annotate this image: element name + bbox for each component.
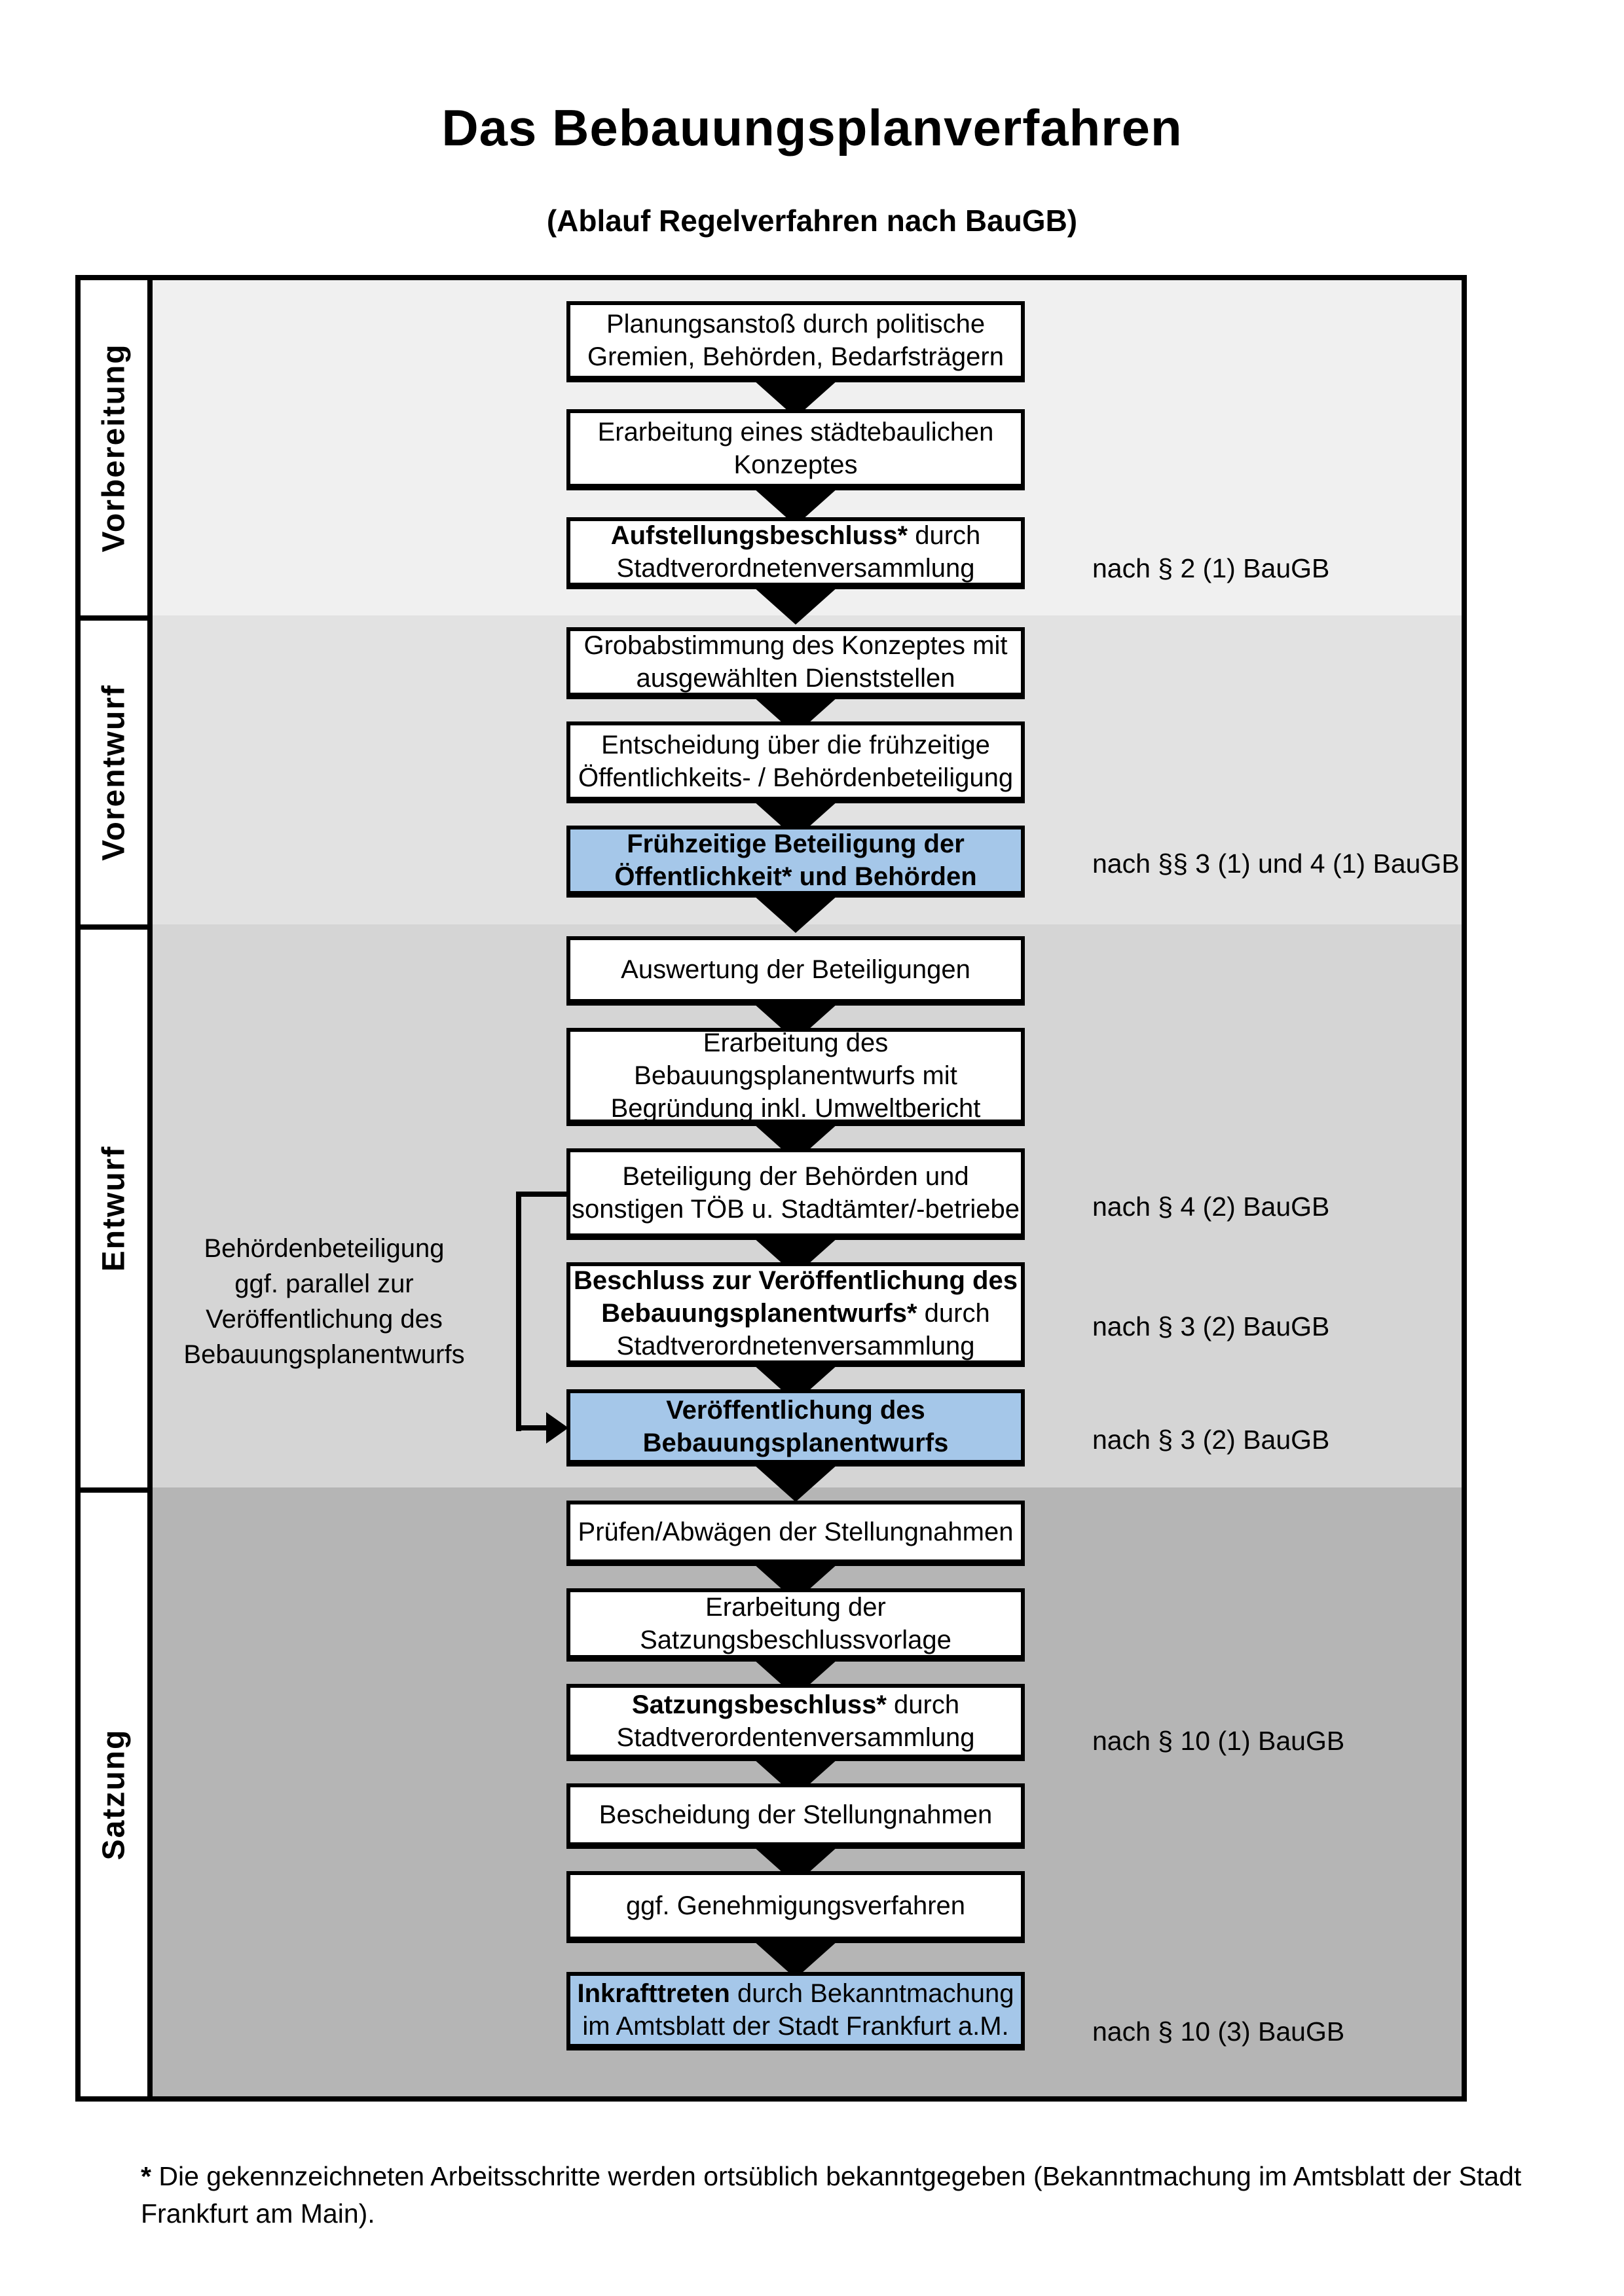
step-box-satzungsvorlage: Erarbeitung der Satzungsbeschlussvorlage	[566, 1588, 1025, 1662]
step-box-fruehzeitige-beteiligung: Frühzeitige Beteiligung der Öffentlichke…	[566, 826, 1025, 898]
step-box-veroeffentlichungsbeschluss: Beschluss zur Veröffentlichung des Bebau…	[566, 1262, 1025, 1367]
step-box-pruefen-abwaegen: Prüfen/Abwägen der Stellungnahmen	[566, 1501, 1025, 1566]
law-ref: nach § 10 (3) BauGB	[1092, 2016, 1345, 2047]
step-box-genehmigungsverfahren: ggf. Genehmigungsverfahren	[566, 1871, 1025, 1943]
step-box-auswertung: Auswertung der Beteiligungen	[566, 936, 1025, 1006]
flow-arrow-down-icon	[753, 895, 838, 933]
step-box-planungsanstoss: Planungsanstoß durch politische Gremien,…	[566, 301, 1025, 382]
step-box-inkrafttreten: Inkrafttreten durch Bekanntmachung im Am…	[566, 1972, 1025, 2050]
footnote-line: Frankfurt am Main).	[141, 2198, 375, 2229]
phase-label-cell-vorentwurf: Vorentwurf	[81, 615, 153, 924]
phase-label-cell-entwurf: Entwurf	[81, 924, 153, 1487]
step-box-grobabstimmung: Grobabstimmung des Konzeptes mit ausgewä…	[566, 627, 1025, 699]
note-line: Veröffentlichung des	[206, 1305, 443, 1334]
step-box-konzept-erarbeitung: Erarbeitung eines städtebaulichen Konzep…	[566, 409, 1025, 490]
step-box-veroeffentlichung: Veröffentlichung des Bebauungsplanentwur…	[566, 1389, 1025, 1467]
page-subtitle: (Ablauf Regelverfahren nach BauGB)	[546, 204, 1078, 238]
step-box-aufstellungsbeschluss: Aufstellungsbeschluss* durch Stadtverord…	[566, 517, 1025, 589]
law-ref: nach § 3 (2) BauGB	[1092, 1425, 1330, 1455]
parallel-connector-top-segment	[516, 1192, 566, 1197]
step-box-satzungsbeschluss: Satzungsbeschluss* durch Stadtverordente…	[566, 1684, 1025, 1761]
step-box-bescheidung: Bescheidung der Stellungnahmen	[566, 1783, 1025, 1849]
phase-label-cell-vorbereitung: Vorbereitung	[81, 280, 153, 615]
law-ref: nach § 4 (2) BauGB	[1092, 1192, 1330, 1222]
footnote-line: * Die gekennzeichneten Arbeitsschritte w…	[141, 2161, 1522, 2191]
phase-label-cell-satzung: Satzung	[81, 1487, 153, 2096]
step-box-entwurf-erarbeitung: Erarbeitung des Bebauungsplanentwurfs mi…	[566, 1028, 1025, 1126]
law-ref: nach §§ 3 (1) und 4 (1) BauGB	[1092, 848, 1460, 879]
footnote: * Die gekennzeichneten Arbeitsschritte w…	[141, 2158, 1549, 2232]
step-box-behoerdenbeteiligung: Beteiligung der Behörden und sonstigen T…	[566, 1148, 1025, 1240]
note-line: ggf. parallel zur	[234, 1269, 414, 1298]
law-ref: nach § 3 (2) BauGB	[1092, 1311, 1330, 1341]
flow-arrow-down-icon	[753, 587, 838, 625]
law-ref: nach § 2 (1) BauGB	[1092, 553, 1330, 583]
parallel-process-note: Behördenbeteiligung ggf. parallel zur Ve…	[157, 1231, 491, 1372]
parallel-connector-vertical-segment	[516, 1192, 521, 1431]
step-box-entscheidung-beteiligung: Entscheidung über die frühzeitige Öffent…	[566, 721, 1025, 803]
law-ref: nach § 10 (1) BauGB	[1092, 1726, 1345, 1756]
note-line: Bebauungsplanentwurfs	[183, 1340, 465, 1369]
parallel-connector-bottom-segment	[516, 1425, 550, 1430]
connector-arrowhead-icon	[546, 1412, 568, 1444]
note-line: Behördenbeteiligung	[204, 1234, 445, 1263]
flow-arrow-down-icon	[753, 1464, 838, 1502]
page-title: Das Bebauungsplanverfahren	[441, 99, 1183, 156]
